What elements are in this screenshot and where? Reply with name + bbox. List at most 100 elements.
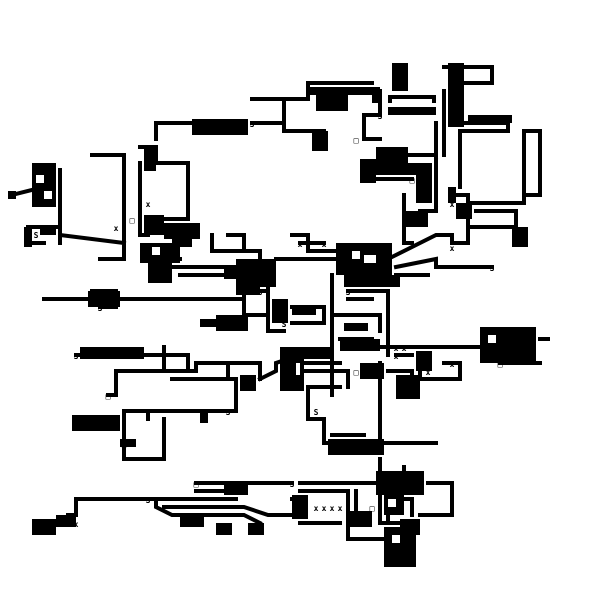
- marker-s: S: [34, 231, 39, 240]
- corridor: [242, 281, 286, 333]
- marker-x: x: [274, 304, 279, 313]
- wall-block: [448, 63, 464, 127]
- wall-block: [400, 519, 420, 535]
- marker-s: S: [98, 304, 103, 313]
- floor-tile: [352, 251, 360, 259]
- markers: S S S S S S S S S S S S S S S S x x x x …: [34, 112, 503, 529]
- wall-block: [340, 339, 380, 351]
- wall-block: [468, 115, 512, 123]
- floor-tiles: [36, 99, 496, 543]
- wall-block: [216, 523, 232, 535]
- wall-block: [8, 191, 16, 199]
- marker-x: x: [74, 520, 79, 529]
- marker-s: S: [490, 264, 495, 273]
- wall-block: [192, 119, 248, 135]
- marker-s: S: [250, 120, 255, 129]
- wall-block: [416, 351, 432, 371]
- wall-block: [376, 471, 424, 495]
- wall-block: [292, 307, 316, 315]
- wall-block: [344, 275, 400, 287]
- corridor: [42, 289, 246, 309]
- marker-s: S: [434, 184, 439, 193]
- marker-s: S: [162, 224, 167, 233]
- marker-box: □: [122, 440, 127, 449]
- marker-box: □: [106, 392, 111, 401]
- wall-block: [180, 515, 204, 527]
- corridor: [385, 233, 494, 277]
- floor-tile: [392, 535, 400, 543]
- marker-x: x: [434, 152, 439, 161]
- floor-tile: [392, 99, 432, 103]
- wall-block: [480, 327, 536, 363]
- wall-block: [200, 319, 216, 327]
- wall-block: [272, 299, 288, 323]
- marker-x: x: [322, 240, 327, 249]
- floor-tile: [296, 363, 300, 375]
- wall-block: [144, 215, 164, 235]
- marker-s: S: [378, 112, 383, 121]
- wall-block: [344, 323, 368, 331]
- wall-block: [360, 159, 376, 183]
- wall-block: [296, 347, 332, 359]
- wall-block: [376, 147, 408, 163]
- marker-x: x: [330, 504, 335, 513]
- corridor: [210, 233, 262, 261]
- wall-block: [200, 411, 208, 423]
- wall-block: [120, 439, 136, 447]
- marker-s: S: [146, 496, 151, 505]
- wall-block: [32, 519, 56, 535]
- marker-s: S: [258, 288, 263, 297]
- marker-box: □: [498, 360, 503, 369]
- floor-tile: [364, 255, 376, 263]
- corridor: [298, 457, 406, 525]
- marker-x: x: [298, 496, 303, 505]
- corridor: [106, 369, 238, 429]
- marker-s: S: [290, 480, 295, 489]
- marker-x: x: [298, 240, 303, 249]
- wall-block: [216, 315, 248, 331]
- wall-block: [404, 211, 428, 227]
- wall-block: [292, 495, 308, 519]
- floor-tile: [388, 499, 396, 507]
- wall-block: [172, 239, 192, 247]
- marker-s: S: [314, 408, 319, 417]
- marker-x: x: [322, 504, 327, 513]
- marker-s: S: [226, 408, 231, 417]
- wall-block: [372, 87, 380, 103]
- wall-block: [224, 267, 240, 279]
- wall-block: [316, 95, 348, 111]
- marker-x: x: [394, 344, 399, 353]
- marker-x: x: [450, 244, 455, 253]
- wall-block: [312, 131, 328, 151]
- wall-block: [416, 195, 432, 203]
- corridor: [298, 353, 350, 389]
- marker-x: x: [394, 352, 399, 361]
- wall-block: [144, 147, 156, 171]
- wall-block: [24, 227, 32, 247]
- marker-x: x: [114, 224, 119, 233]
- marker-s: S: [346, 288, 351, 297]
- marker-x: x: [434, 200, 439, 209]
- marker-x: x: [450, 360, 455, 369]
- wall-block: [72, 415, 120, 431]
- wall-block: [236, 287, 260, 295]
- marker-box: □: [354, 136, 359, 145]
- marker-x: x: [338, 504, 343, 513]
- marker-x: x: [146, 200, 151, 209]
- wall-block: [56, 515, 76, 527]
- wall-block: [392, 63, 408, 91]
- marker-x: x: [450, 200, 455, 209]
- wall-block: [240, 375, 256, 391]
- marker-x: x: [314, 504, 319, 513]
- corridor: [154, 81, 374, 141]
- wall-block: [236, 259, 276, 287]
- wall-block: [448, 187, 456, 203]
- marker-box: □: [194, 480, 199, 489]
- corridor: [290, 233, 342, 253]
- corridor: [194, 481, 382, 501]
- wall-block: [328, 439, 384, 455]
- wall-block: [360, 363, 384, 379]
- corridor: [442, 89, 542, 245]
- marker-x: x: [282, 304, 287, 313]
